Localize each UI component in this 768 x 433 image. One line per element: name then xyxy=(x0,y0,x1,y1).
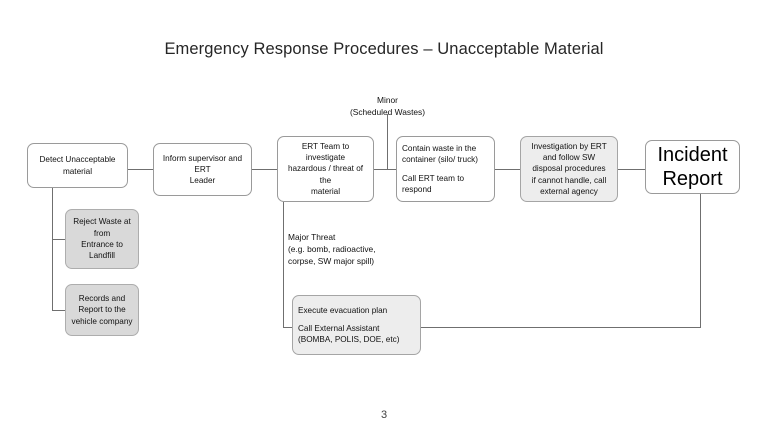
node-inform-supervisor[interactable]: Inform supervisor and ERT Leader xyxy=(153,143,252,196)
connector-inform-to-ert xyxy=(252,169,277,170)
node-label: Reject Waste at from Entrance to Landfil… xyxy=(73,217,131,261)
node-label: Records and Report to the vehicle compan… xyxy=(71,294,133,326)
node-label-line2: Call ERT team to respond xyxy=(402,173,465,194)
node-label: Investigation by ERT and follow SW dispo… xyxy=(531,141,607,196)
node-label: Incident Report xyxy=(657,143,728,190)
node-label: ERT Team to investigate hazardous / thre… xyxy=(287,141,364,196)
node-label: Detect Unacceptable material xyxy=(39,155,116,176)
node-contain-waste[interactable]: Contain waste in the container (silo/ tr… xyxy=(396,136,495,202)
connector-spine-to-reject xyxy=(52,239,65,240)
node-investigation-by-ert[interactable]: Investigation by ERT and follow SW dispo… xyxy=(520,136,618,202)
connector-minor-vertical xyxy=(387,114,388,169)
node-records-and-report[interactable]: Records and Report to the vehicle compan… xyxy=(65,284,139,336)
connector-ert-to-contain xyxy=(374,169,396,170)
node-label-group: Contain waste in the container (silo/ tr… xyxy=(402,143,489,195)
node-execute-evacuation-plan[interactable]: Execute evacuation plan Call External As… xyxy=(292,295,421,355)
node-ert-team-investigate[interactable]: ERT Team to investigate hazardous / thre… xyxy=(277,136,374,202)
node-label-line1: Execute evacuation plan xyxy=(298,305,388,315)
branch-label-minor: Minor (Scheduled Wastes) xyxy=(349,95,426,117)
branch-label-major-threat: Major Threat (e.g. bomb, radioactive, co… xyxy=(288,232,376,266)
node-detect-unacceptable-material[interactable]: Detect Unacceptable material xyxy=(27,143,128,188)
node-label-group: Execute evacuation plan Call External As… xyxy=(298,305,415,346)
connector-contain-to-investigation xyxy=(495,169,520,170)
page-number: 3 xyxy=(380,409,388,421)
page-title: Emergency Response Procedures – Unaccept… xyxy=(164,40,604,58)
node-incident-report[interactable]: Incident Report xyxy=(645,140,740,194)
spacer xyxy=(402,166,489,173)
node-label-line1: Contain waste in the container (silo/ tr… xyxy=(402,143,478,165)
connector-evacuation-right xyxy=(421,327,701,328)
connector-evacuation-up-to-incident xyxy=(700,194,701,328)
connector-major-into-evacuation xyxy=(283,327,292,328)
connector-detect-to-inform xyxy=(128,169,153,170)
connector-investigation-to-incident xyxy=(618,169,645,170)
node-reject-waste[interactable]: Reject Waste at from Entrance to Landfil… xyxy=(65,209,139,269)
connector-detect-spine xyxy=(52,188,53,310)
connector-spine-to-records xyxy=(52,310,65,311)
node-label-line2: Call External Assistant (BOMBA, POLIS, D… xyxy=(298,323,400,345)
node-label: Inform supervisor and ERT Leader xyxy=(162,153,243,186)
connector-ert-major-vertical xyxy=(283,202,284,327)
spacer xyxy=(298,316,415,323)
